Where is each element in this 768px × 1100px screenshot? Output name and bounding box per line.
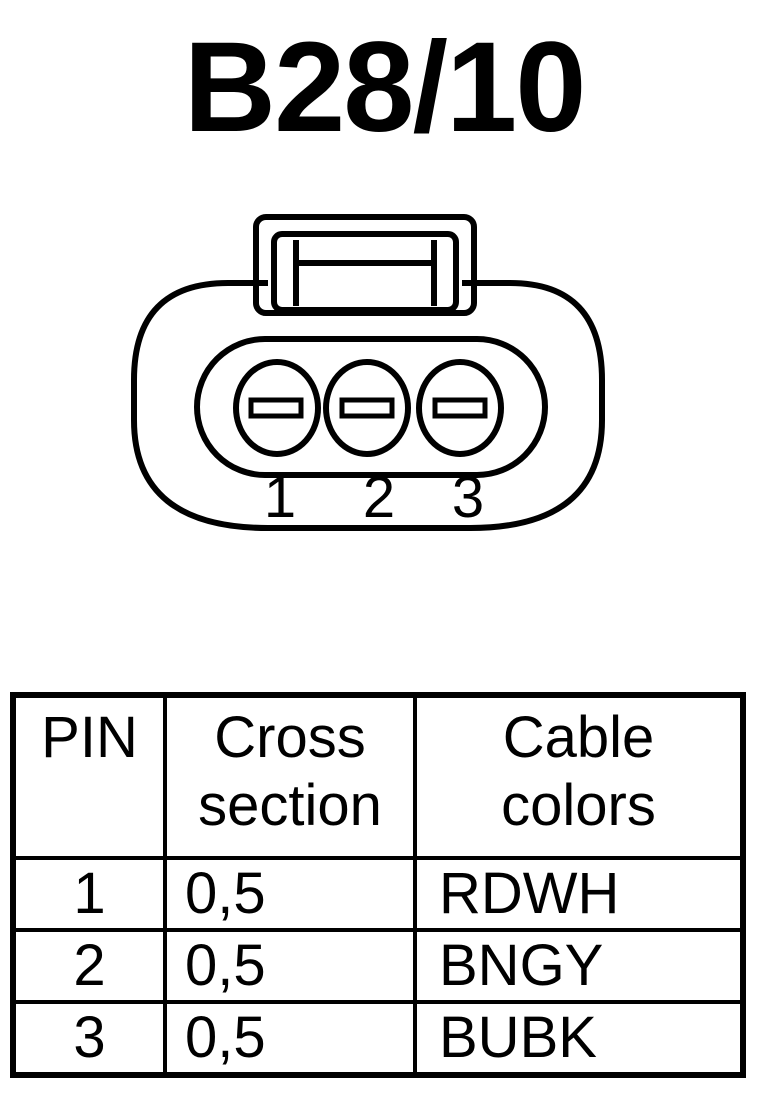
table-row: 3 0,5 BUBK <box>11 1000 745 1077</box>
pin-1-terminal <box>233 359 321 457</box>
pin-cell: 1 <box>11 856 167 932</box>
pin-cell: 2 <box>11 928 167 1004</box>
pin-2-terminal <box>323 359 411 457</box>
connector-diagram: 1 2 3 <box>131 214 605 531</box>
connector-housing <box>131 280 605 531</box>
pin-cell: 3 <box>11 1000 167 1077</box>
pin-3-terminal <box>416 359 504 457</box>
cable-color-cell: RDWH <box>413 856 745 932</box>
header-cross-section-line2: section <box>198 773 382 838</box>
header-cable-colors-line2: colors <box>501 773 656 838</box>
cable-color-cell: BNGY <box>413 928 745 1004</box>
header-cross-section: Cross section <box>163 693 417 860</box>
header-cross-section-line1: Cross <box>214 705 366 770</box>
table-header-row: PIN Cross section Cable colors <box>11 693 745 860</box>
pin-label-3: 3 <box>452 465 484 530</box>
cross-section-cell: 0,5 <box>163 928 417 1004</box>
header-cable-colors-line1: Cable <box>502 705 655 770</box>
header-pin: PIN <box>11 693 167 860</box>
header-cable-colors: Cable colors <box>413 693 745 860</box>
pin-label-1: 1 <box>264 465 296 530</box>
connector-latch <box>253 214 477 316</box>
cross-section-cell: 0,5 <box>163 856 417 932</box>
pin-label-2: 2 <box>363 465 395 530</box>
pin-assignment-table: PIN Cross section Cable colors 1 0,5 RDW… <box>10 692 746 1078</box>
cable-color-cell: BUBK <box>413 1000 745 1077</box>
connector-title: B28/10 <box>183 16 587 159</box>
table-row: 2 0,5 BNGY <box>11 928 745 1004</box>
cross-section-cell: 0,5 <box>163 1000 417 1077</box>
table-row: 1 0,5 RDWH <box>11 856 745 932</box>
pin-cavity <box>194 336 548 478</box>
header-pin-label: PIN <box>41 705 138 770</box>
